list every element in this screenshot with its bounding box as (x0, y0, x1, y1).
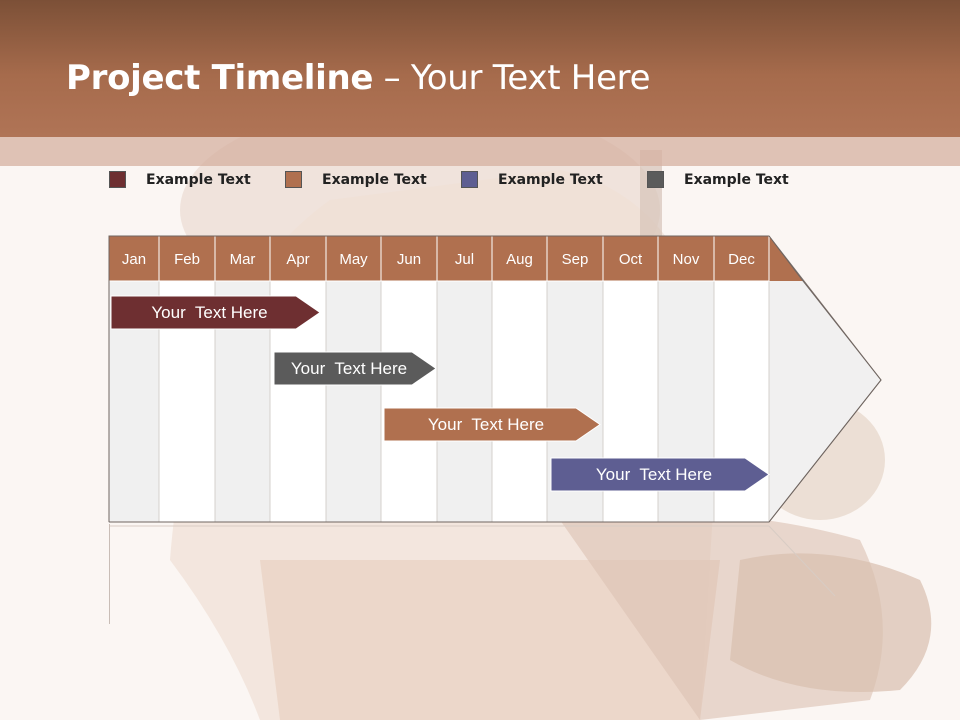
month-column (436, 280, 493, 523)
reflection-line (768, 525, 836, 597)
month-header-cell (108, 235, 160, 282)
month-label: Apr (286, 251, 309, 268)
task-label: Your Text Here (596, 465, 712, 484)
month-label: Oct (619, 251, 643, 268)
legend-swatch (285, 171, 302, 188)
month-label: Jul (455, 251, 474, 268)
task-arrow (550, 457, 770, 492)
legend-label: Example Text (498, 172, 603, 188)
month-header-cell (657, 235, 715, 282)
task-label: Your Text Here (291, 359, 407, 378)
header-strip (0, 137, 960, 166)
legend-label: Example Text (684, 172, 789, 188)
reflection-line (109, 524, 110, 624)
month-label: Nov (673, 251, 700, 268)
title-bold: Project Timeline (66, 58, 374, 98)
month-header-cell (602, 235, 659, 282)
legend-swatch (109, 171, 126, 188)
header-band (0, 0, 960, 137)
slide-title: Project Timeline – Your Text Here (66, 58, 651, 98)
task-arrow (383, 407, 601, 442)
month-header-cell (158, 235, 216, 282)
month-label: May (339, 251, 368, 268)
title-rest: – Your Text Here (373, 58, 651, 98)
legend-label: Example Text (322, 172, 427, 188)
month-label: Aug (506, 251, 533, 268)
month-column (380, 280, 438, 523)
month-label: Feb (174, 251, 200, 268)
month-label: Jan (122, 251, 146, 268)
month-column (325, 280, 382, 523)
task-arrow (273, 351, 437, 386)
legend-label: Example Text (146, 172, 251, 188)
task-arrow (110, 295, 321, 330)
month-header-cell (436, 235, 493, 282)
task-label: Your Text Here (151, 303, 267, 322)
month-header-cell (713, 235, 770, 282)
month-label: Sep (562, 251, 589, 268)
month-label: Dec (728, 251, 755, 268)
month-label: Jun (397, 251, 421, 268)
month-label: Mar (230, 251, 256, 268)
task-label: Your Text Here (428, 415, 544, 434)
legend-swatch (647, 171, 664, 188)
month-column (491, 280, 548, 523)
timeline-outline (108, 235, 882, 523)
month-header-cell (269, 235, 327, 282)
legend-swatch (461, 171, 478, 188)
